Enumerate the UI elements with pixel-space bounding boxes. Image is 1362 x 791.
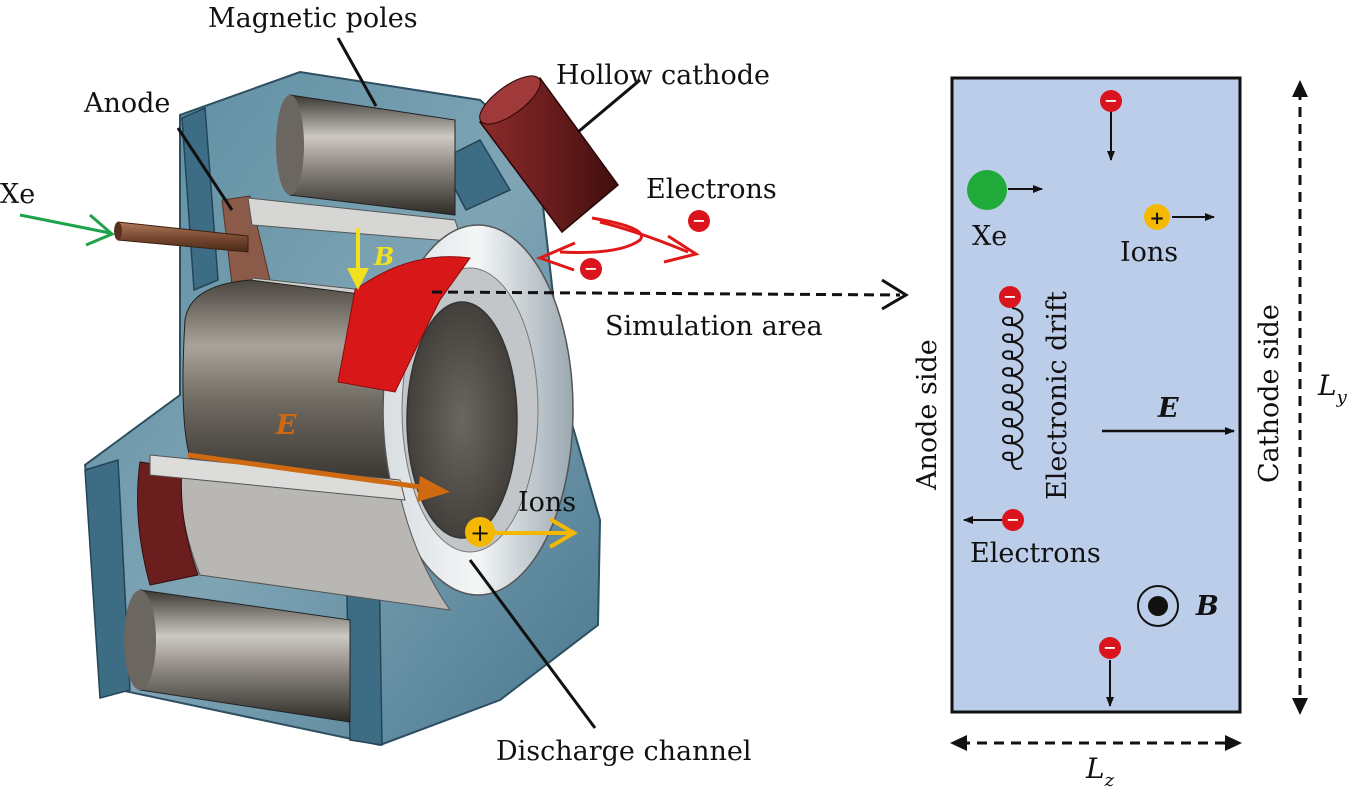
svg-text:−: − (1006, 510, 1019, 529)
leader-lines (176, 37, 641, 729)
svg-text:−: − (1003, 287, 1016, 306)
svg-text:−: − (692, 211, 705, 230)
bottom-pole-end (124, 590, 156, 690)
sim-label-b: B (1195, 591, 1219, 622)
sim-label-cathode-side: Cathode side (1254, 304, 1285, 483)
svg-text:+: + (1149, 208, 1164, 229)
sim-label-xe: Xe (972, 221, 1007, 252)
ly-dimension (1292, 80, 1308, 715)
sim-label-e: E (1157, 393, 1179, 424)
label-ions-thruster: Ions (518, 487, 576, 518)
label-ly: Ly (1317, 369, 1348, 408)
thruster-electron-1: − (688, 210, 710, 232)
label-hollow-cathode: Hollow cathode (556, 60, 770, 91)
lz-dimension (950, 735, 1242, 751)
channel-hole (406, 301, 518, 539)
xe-feed-rod-end (114, 222, 122, 240)
hollow-cathode-end (479, 75, 541, 125)
top-pole-end (276, 95, 304, 195)
sim-electron-top: − (1100, 90, 1122, 161)
thruster-electron-2: − (580, 258, 602, 280)
label-b-thruster: B (373, 242, 394, 271)
electronic-drift-coil: − (999, 286, 1024, 470)
sim-label-ions: Ions (1120, 237, 1178, 268)
svg-text:−: − (1103, 638, 1116, 657)
svg-text:+: + (470, 519, 490, 547)
label-anode: Anode (83, 88, 170, 119)
sim-ion: + (1144, 204, 1215, 230)
thruster-body (83, 70, 620, 747)
thruster-ion: + (465, 517, 578, 549)
frame-bar-bottom-left (84, 459, 131, 699)
label-discharge-channel: Discharge channel (496, 736, 752, 767)
label-e-thruster: E (275, 410, 297, 441)
e-field-arrow (187, 452, 450, 502)
sim-b-field-symbol (1137, 585, 1179, 627)
simulation-area-pointer (431, 278, 909, 311)
svg-text:−: − (1104, 91, 1117, 110)
sim-label-anode-side: Anode side (912, 339, 943, 491)
xe-inflow-arrow (19, 213, 115, 247)
label-lz: Lz (1085, 752, 1115, 791)
sim-label-electronic-drift: Electronic drift (1042, 291, 1073, 500)
lower-anode-segment (137, 461, 199, 586)
label-simulation-area: Simulation area (605, 311, 823, 342)
label-magnetic-poles: Magnetic poles (208, 3, 418, 34)
svg-text:−: − (584, 259, 597, 278)
sim-xe-atom (967, 170, 1043, 210)
label-electrons-thruster: Electrons (646, 174, 777, 205)
label-xe-inlet: Xe (0, 179, 35, 210)
sim-electron-bottom: − (1099, 637, 1121, 707)
sim-label-electrons: Electrons (970, 538, 1101, 569)
frame-bar-top-right (438, 139, 512, 211)
sim-electron-left: − (963, 509, 1024, 531)
b-field-arrow (347, 228, 369, 290)
simulation-strip (337, 256, 471, 393)
electron-trajectory (535, 216, 700, 272)
